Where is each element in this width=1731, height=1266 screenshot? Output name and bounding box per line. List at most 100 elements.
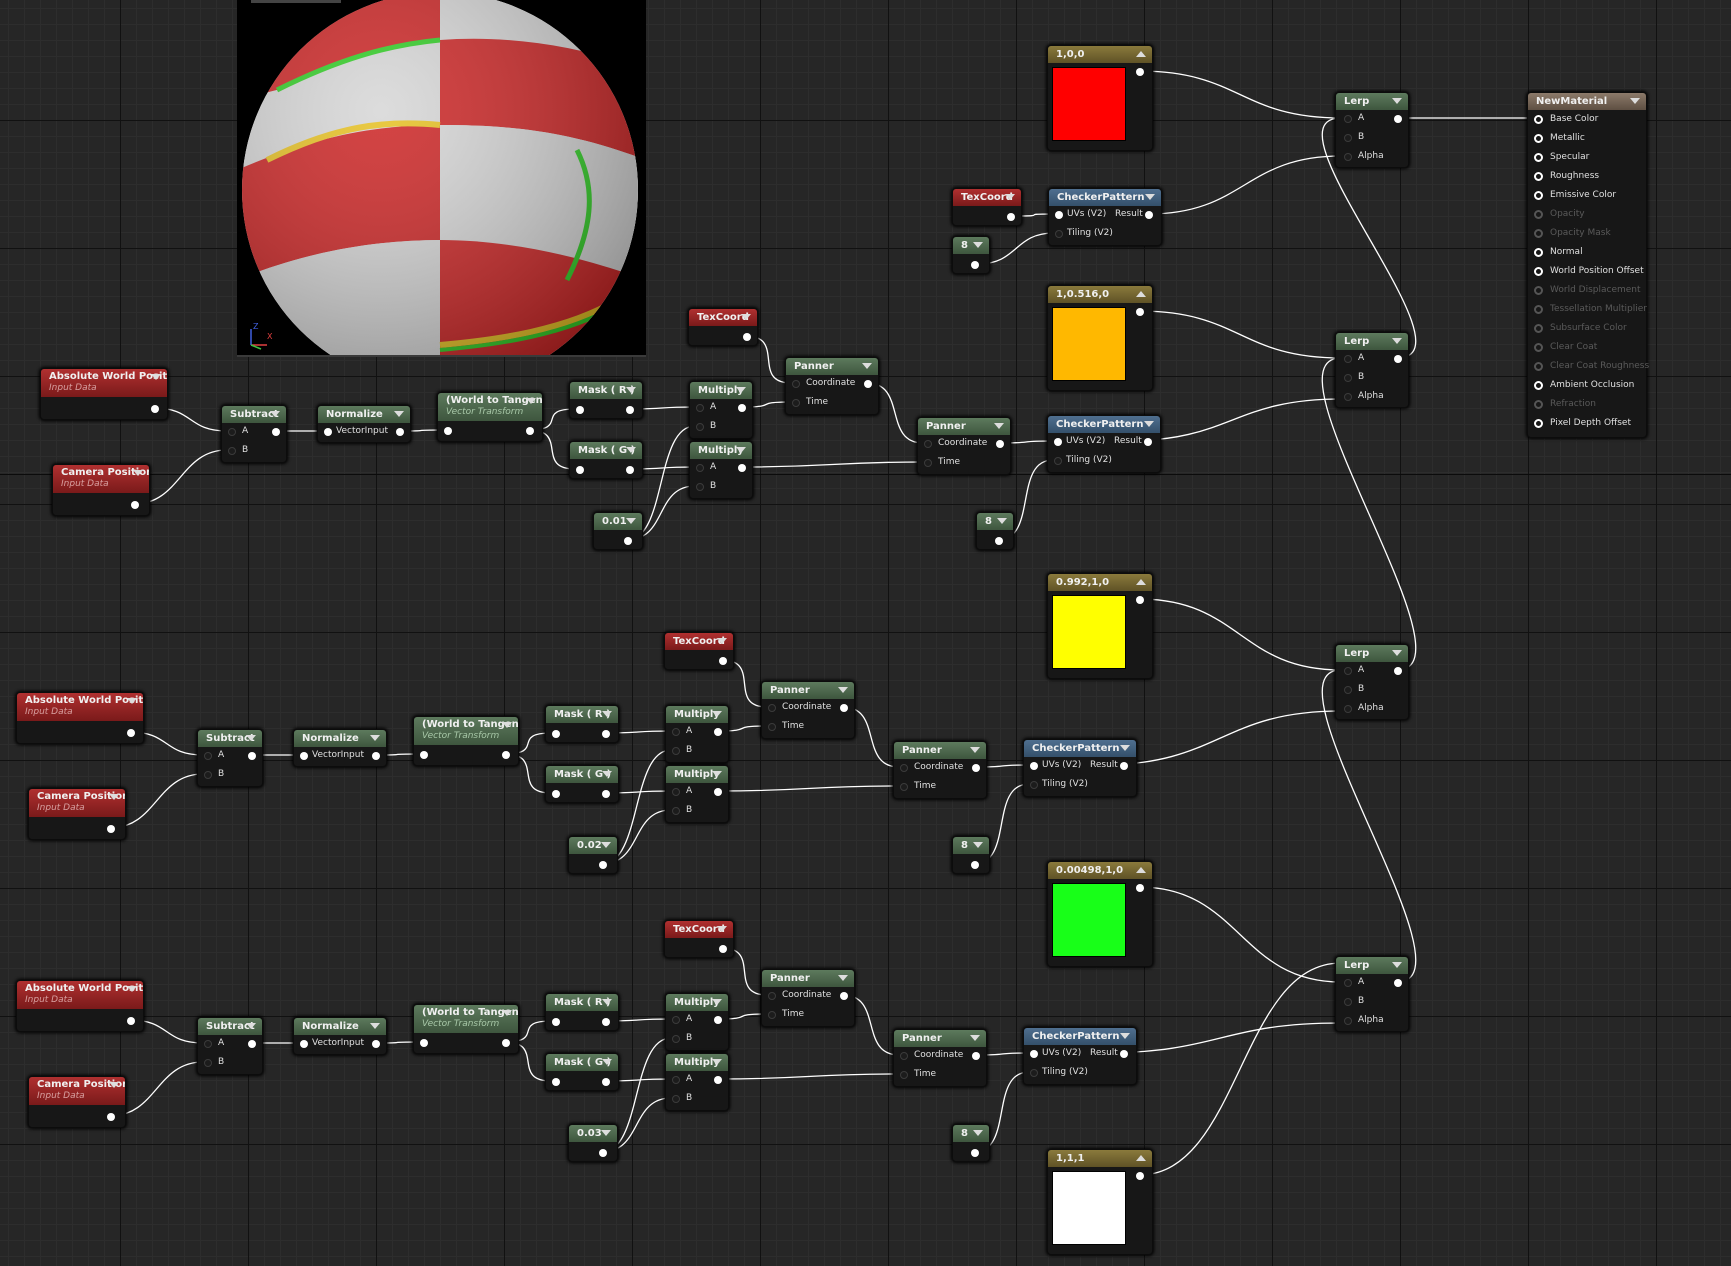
mask-g-node-3-header[interactable]: Mask ( G ) <box>546 1054 618 1071</box>
material-input-pin-0[interactable] <box>1534 115 1543 124</box>
material-input-pin-12[interactable] <box>1534 343 1543 352</box>
result-pin[interactable] <box>1144 438 1152 446</box>
collapse-arrow-icon[interactable] <box>370 735 380 741</box>
collapse-arrow-icon[interactable] <box>502 722 512 728</box>
output-pin[interactable] <box>602 730 610 738</box>
input-pin[interactable] <box>552 1078 560 1086</box>
lerp-output-pin[interactable] <box>1394 355 1402 363</box>
constant-c3-header[interactable]: 0.992,1,0 <box>1048 574 1152 591</box>
output-pin[interactable] <box>626 406 634 414</box>
output-pin[interactable] <box>840 992 848 1000</box>
texcoord-node-2[interactable]: TexCoord <box>664 632 734 670</box>
collapse-arrow-icon[interactable] <box>712 711 722 717</box>
b-pin[interactable] <box>696 423 704 431</box>
output-pin[interactable] <box>1136 884 1144 892</box>
material-input-pin-13[interactable] <box>1534 362 1543 371</box>
mask-r-node-2-header[interactable]: Mask ( R ) <box>546 706 618 723</box>
lerp-a-pin[interactable] <box>1344 979 1352 987</box>
collapse-arrow-icon[interactable] <box>994 423 1004 429</box>
output-pin[interactable] <box>372 752 380 760</box>
tiling-constant-node-2-header[interactable]: 8 <box>953 837 989 854</box>
collapse-arrow-icon[interactable] <box>502 1010 512 1016</box>
collapse-arrow-icon[interactable] <box>1120 1033 1130 1039</box>
collapse-arrow-icon[interactable] <box>1136 1155 1146 1161</box>
output-pin[interactable] <box>599 1149 607 1157</box>
output-pin[interactable] <box>714 788 722 796</box>
collapse-arrow-icon[interactable] <box>712 771 722 777</box>
collapse-arrow-icon[interactable] <box>1392 338 1402 344</box>
lerp-a-pin[interactable] <box>1344 667 1352 675</box>
material-input-pin-15[interactable] <box>1534 400 1543 409</box>
material-preview-viewport[interactable]: X Z <box>237 0 646 357</box>
constant-c4-header[interactable]: 0.00498,1,0 <box>1048 862 1152 879</box>
output-pin[interactable] <box>107 825 115 833</box>
mask-g-node-1-header[interactable]: Mask ( G ) <box>570 442 642 459</box>
collapse-arrow-icon[interactable] <box>970 747 980 753</box>
output-pin[interactable] <box>1136 68 1144 76</box>
collapse-arrow-icon[interactable] <box>270 411 280 417</box>
a-pin[interactable] <box>696 404 704 412</box>
lerp-output-pin[interactable] <box>1394 667 1402 675</box>
scalar-constant-node-3-header[interactable]: 0.03 <box>569 1125 617 1142</box>
multiply-node-b-2-header[interactable]: Multiply <box>666 766 728 783</box>
mask-r-node-3-header[interactable]: Mask ( R ) <box>546 994 618 1011</box>
collapse-arrow-icon[interactable] <box>626 387 636 393</box>
output-pin[interactable] <box>127 1017 135 1025</box>
output-pin[interactable] <box>972 764 980 772</box>
collapse-arrow-icon[interactable] <box>736 387 746 393</box>
uvs-pin[interactable] <box>1030 1050 1038 1058</box>
a-pin[interactable] <box>672 788 680 796</box>
collapse-arrow-icon[interactable] <box>1392 98 1402 104</box>
collapse-arrow-icon[interactable] <box>1136 867 1146 873</box>
multiply-node-a-3-header[interactable]: Multiply <box>666 994 728 1011</box>
b-pin[interactable] <box>204 771 212 779</box>
output-pin[interactable] <box>864 380 872 388</box>
wire[interactable] <box>716 785 900 792</box>
b-pin[interactable] <box>204 1059 212 1067</box>
collapse-arrow-icon[interactable] <box>151 374 161 380</box>
output-pin[interactable] <box>127 729 135 737</box>
output-pin[interactable] <box>131 501 139 509</box>
mask-g-node-3[interactable]: Mask ( G ) <box>545 1053 619 1091</box>
wire[interactable] <box>1138 70 1342 119</box>
output-pin[interactable] <box>1136 1172 1144 1180</box>
tiling-pin[interactable] <box>1055 230 1063 238</box>
collapse-arrow-icon[interactable] <box>741 314 751 320</box>
output-pin[interactable] <box>971 1149 979 1157</box>
output-pin[interactable] <box>502 751 510 759</box>
material-input-pin-14[interactable] <box>1534 381 1543 390</box>
lerp-1-header[interactable]: Lerp <box>1336 93 1408 110</box>
checker-node-top-header[interactable]: CheckerPattern <box>1049 189 1161 206</box>
lerp-2-header[interactable]: Lerp <box>1336 333 1408 350</box>
input-pin[interactable] <box>552 730 560 738</box>
collapse-arrow-icon[interactable] <box>736 447 746 453</box>
output-pin[interactable] <box>248 1040 256 1048</box>
output-pin[interactable] <box>840 704 848 712</box>
subtract-node-2-header[interactable]: Subtract <box>198 730 262 747</box>
material-input-pin-9[interactable] <box>1534 286 1543 295</box>
lerp-3-header[interactable]: Lerp <box>1336 645 1408 662</box>
texcoord-node-1-header[interactable]: TexCoord <box>689 309 757 326</box>
collapse-arrow-icon[interactable] <box>717 926 727 932</box>
vectorinput-pin[interactable] <box>324 428 332 436</box>
collapse-arrow-icon[interactable] <box>602 711 612 717</box>
material-input-pin-5[interactable] <box>1534 210 1543 219</box>
time-pin[interactable] <box>900 783 908 791</box>
collapse-arrow-icon[interactable] <box>127 698 137 704</box>
lerp-a-pin[interactable] <box>1344 355 1352 363</box>
scalar-constant-node-1[interactable]: 0.01 <box>593 512 643 550</box>
checker-node-2-header[interactable]: CheckerPattern <box>1024 740 1136 757</box>
b-pin[interactable] <box>672 1035 680 1043</box>
